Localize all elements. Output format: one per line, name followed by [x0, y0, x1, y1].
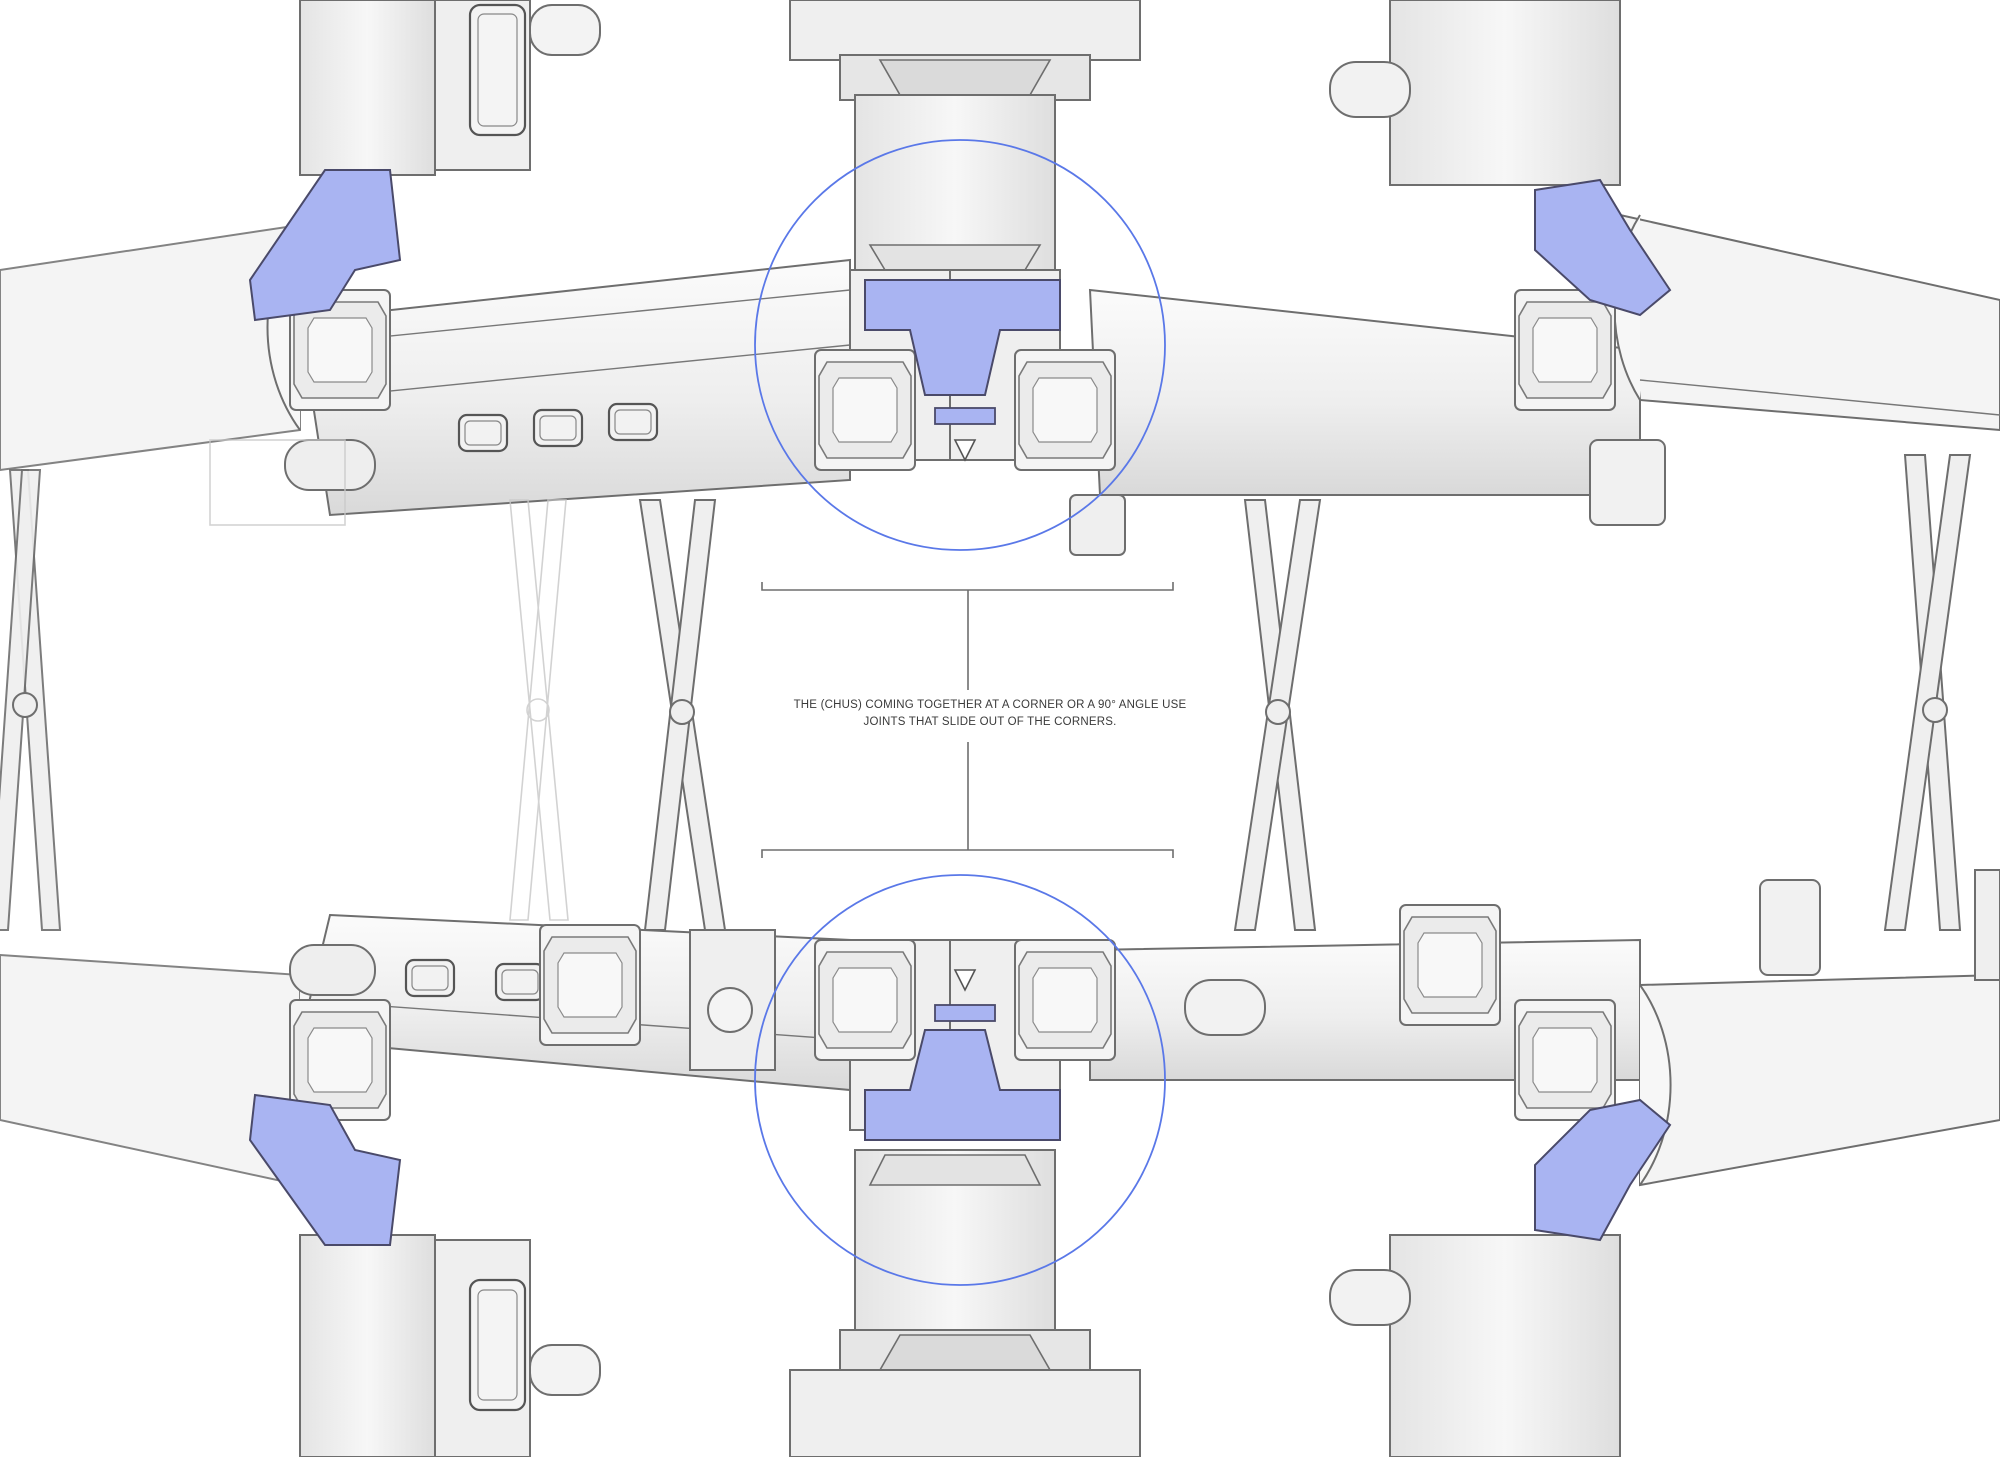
corner-joint-top [814, 269, 1116, 471]
scissor-brace-left [0, 469, 727, 931]
column-top-right [1329, 0, 1621, 186]
top-assembly [0, 0, 2000, 931]
beam-bottom-right [1089, 869, 2000, 1187]
column-top-left [299, 0, 601, 176]
annotation-line-1: THE (CHUs) COMING TOGETHER AT A CORNER O… [793, 699, 1187, 711]
column-bottom-right [1329, 1234, 1621, 1457]
focus-circle-top [754, 139, 1166, 551]
annotation-caption: THE (CHUs) COMING TOGETHER AT A CORNER O… [740, 697, 1240, 731]
annotation-line-2: JOINTS THAT SLIDE OUT OF THE CORNERS. [863, 716, 1117, 728]
beam-top-right [1069, 213, 2000, 556]
column-top-center [789, 0, 1141, 276]
corner-joint-bottom-right [1534, 1098, 1672, 1242]
column-bottom-center [789, 1149, 1141, 1457]
column-bottom-left [299, 1234, 601, 1457]
corner-joint-bottom-left [248, 1093, 402, 1246]
corner-joint-top-left [248, 169, 402, 322]
focus-circle-bottom [754, 874, 1166, 1286]
annotation-bracket [761, 582, 1174, 858]
ghost-brace [209, 439, 569, 921]
corner-joint-bottom [814, 939, 1116, 1141]
beam-bottom-left [0, 913, 851, 1187]
scissor-brace-right [1233, 454, 1972, 931]
corner-joint-top-right [1534, 178, 1672, 317]
bottom-assembly [0, 869, 2000, 1457]
beam-top-left [0, 223, 851, 517]
